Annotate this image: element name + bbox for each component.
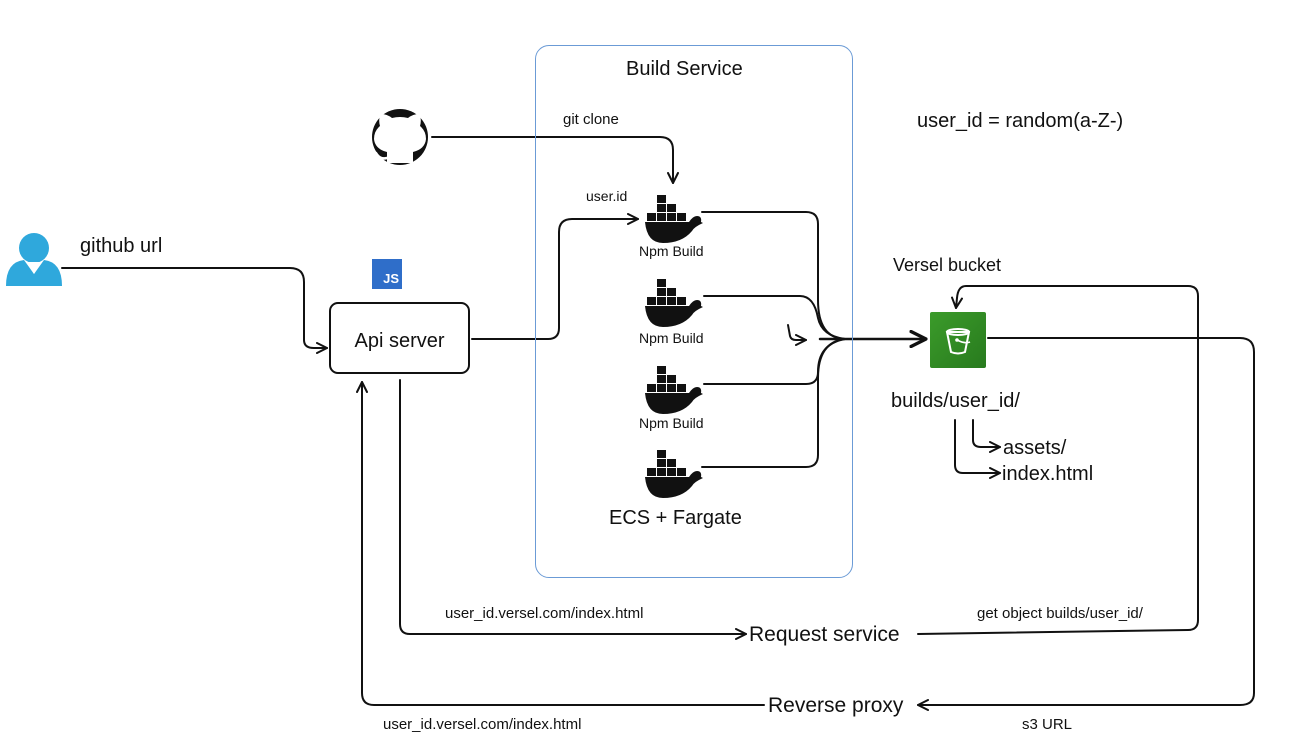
docker-icon — [645, 195, 703, 243]
api-server-label: Api server — [354, 330, 445, 352]
edge-api-to-request — [399, 379, 747, 640]
build-service-group — [535, 45, 853, 578]
user-id-label: user.id — [586, 188, 628, 204]
edge-proxy-to-api — [356, 381, 765, 706]
docker-icon — [645, 450, 703, 498]
github-icon — [372, 109, 428, 165]
github-url-label: github url — [80, 235, 163, 257]
user-id-formula-note: user_id = random(a-Z-) — [917, 110, 1124, 132]
get-object-label: get object builds/user_id/ — [977, 605, 1143, 622]
edge-build2-to-bucket — [703, 295, 846, 340]
request-url-label: user_id.versel.com/index.html — [445, 605, 644, 622]
edge-request-to-bucket — [917, 285, 1199, 635]
docker-icon — [645, 366, 703, 414]
ecs-fargate-label: ECS + Fargate — [609, 507, 742, 529]
js-badge-label: JS — [383, 271, 399, 286]
npm-build-label: Npm Build — [639, 243, 704, 259]
edge-builds-to-index — [954, 419, 1001, 479]
assets-label: assets/ — [1003, 437, 1067, 459]
edge-bucket-to-proxy — [917, 337, 1255, 711]
builds-path-label: builds/user_id/ — [891, 390, 1020, 412]
edge-short-arrow — [787, 324, 807, 346]
s3-url-label: s3 URL — [1022, 716, 1073, 733]
user-icon — [6, 233, 62, 286]
request-service-label: Request service — [749, 623, 900, 646]
versel-bucket-label: Versel bucket — [893, 255, 1002, 275]
npm-build-label: Npm Build — [639, 330, 704, 346]
api-server-node: Api server — [329, 302, 470, 374]
index-html-label: index.html — [1002, 463, 1094, 485]
edge-builds-to-assets — [972, 419, 1001, 453]
docker-icon — [645, 279, 703, 327]
s3-bucket-icon — [930, 312, 986, 368]
edge-api-to-build — [471, 213, 639, 340]
edge-github-to-build — [431, 136, 679, 184]
js-icon: JS — [372, 259, 402, 289]
git-clone-label: git clone — [563, 111, 619, 128]
edge-user-to-api — [61, 267, 328, 354]
edge-build4-to-bucket — [701, 338, 846, 468]
proxy-url-label: user_id.versel.com/index.html — [383, 716, 582, 733]
build-service-title: Build Service — [626, 58, 743, 80]
reverse-proxy-label: Reverse proxy — [768, 694, 904, 717]
npm-build-label: Npm Build — [639, 415, 704, 431]
